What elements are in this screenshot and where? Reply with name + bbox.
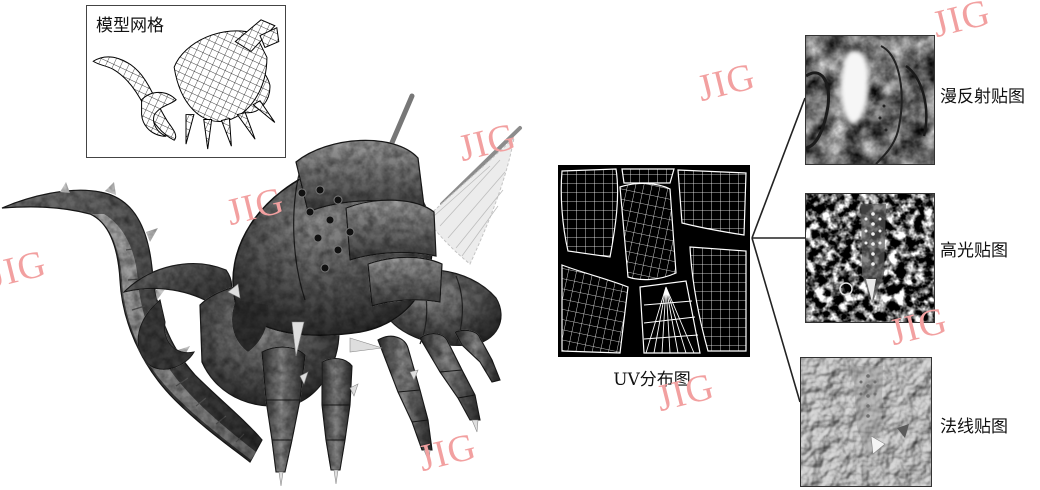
mesh-leg (237, 113, 255, 140)
connector-lines (748, 90, 808, 410)
diffuse-map-image (805, 35, 935, 165)
mesh-leg (204, 119, 212, 149)
mesh-leg (222, 119, 232, 147)
mesh-leg (186, 115, 194, 145)
creature-leg (322, 359, 352, 470)
specular-map-image (805, 193, 935, 323)
creature-leg (378, 336, 432, 450)
creature-leg (262, 347, 305, 472)
uv-island (561, 169, 617, 257)
uv-island (620, 183, 676, 279)
diffuse-map-label: 漫反射贴图 (940, 87, 1025, 107)
model-mesh-inset: 模型网格 (86, 5, 286, 158)
normal-map-image (800, 357, 932, 487)
specular-map-label: 高光贴图 (940, 241, 1008, 261)
uv-layout-map (558, 165, 750, 357)
mesh-label: 模型网格 (96, 16, 164, 36)
uv-island (622, 169, 674, 183)
connector-line (752, 98, 805, 238)
uv-islands (558, 165, 750, 357)
watermark-text: JIG (929, 0, 994, 44)
normal-map-label: 法线贴图 (940, 417, 1008, 437)
connector-line (752, 238, 800, 402)
